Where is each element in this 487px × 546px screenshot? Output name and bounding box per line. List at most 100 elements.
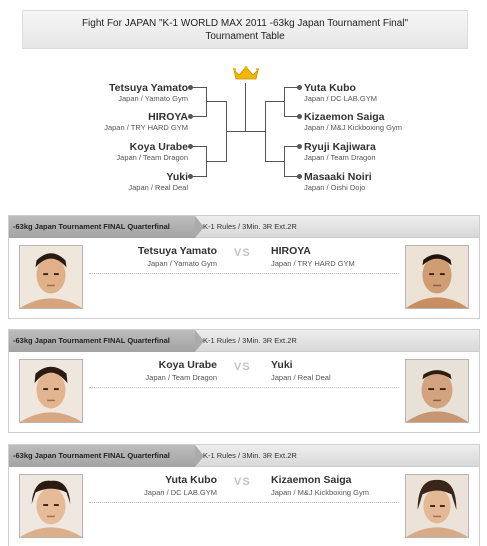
fighter-name: Yuki (271, 359, 293, 371)
match-header: -63kg Japan Tournament FINAL Quarterfina… (9, 445, 479, 467)
fighter-name: HIROYA (271, 245, 311, 257)
match-rules: K-1 Rules / 3Min. 3R Ext.2R (203, 451, 297, 460)
vs-label: VS (234, 361, 251, 373)
fighter-gym: Japan / DC LAB.GYM (144, 488, 217, 497)
bracket-line (265, 101, 285, 102)
fighter-gym: Japan / M&J Kickboxing Gym (271, 488, 369, 497)
fighter-name: Yuki (166, 171, 188, 183)
fighter-right[interactable]: Kizaemon Saiga Japan / M&J Kickboxing Gy… (271, 474, 369, 498)
fighter-photo-left[interactable] (19, 359, 83, 423)
fighter-name: Koya Urabe (129, 141, 188, 153)
fighter-gym: Japan / Yamato Gym (118, 94, 188, 103)
fighter-name: Koya Urabe (158, 359, 217, 371)
match-rules: K-1 Rules / 3Min. 3R Ext.2R (203, 222, 297, 231)
bracket-line (284, 87, 285, 117)
fighter-gym: Japan / M&J Kickboxing Gym (304, 123, 402, 132)
fighter-portrait-icon (20, 475, 82, 537)
bracket-line (192, 146, 206, 147)
bracket-dot (188, 85, 193, 90)
fighter-name: Yuta Kubo (165, 474, 217, 486)
bracket-dot (297, 114, 302, 119)
bracket-line (226, 131, 246, 132)
fighter-photo-left[interactable] (19, 245, 83, 309)
bracket-line (245, 131, 265, 132)
bracket-dot (297, 174, 302, 179)
bracket-line (206, 101, 226, 102)
fighter-gym: Japan / DC LAB.GYM (304, 94, 377, 103)
bracket-line (284, 176, 298, 177)
fighter-right[interactable]: HIROYA Japan / TRY HARD GYM (271, 245, 355, 269)
fighter-gym: Japan / TRY HARD GYM (104, 123, 188, 132)
fighter-name: Kizaemon Saiga (304, 111, 385, 123)
bracket-fighter-right-3[interactable]: Ryuji Kajiwara Japan / Team Dragon (304, 141, 434, 163)
fighter-portrait-icon (406, 246, 468, 308)
bracket-fighter-left-1[interactable]: Tetsuya Yamato Japan / Yamato Gym (78, 82, 188, 104)
bracket-line (265, 101, 266, 162)
page-title-line2: Tournament Table (205, 31, 285, 42)
page-title-line1: Fight For JAPAN "K-1 WORLD MAX 2011 -63k… (81, 18, 409, 29)
bracket-fighter-left-4[interactable]: Yuki Japan / Real Deal (78, 171, 188, 193)
page-title: Fight For JAPAN "K-1 WORLD MAX 2011 -63k… (22, 10, 468, 49)
fighter-photo-right[interactable] (405, 474, 469, 538)
fighter-photo-right[interactable] (405, 245, 469, 309)
bracket-line (206, 161, 226, 162)
fighter-right[interactable]: Yuki Japan / Real Deal (271, 359, 331, 383)
fighter-photo-right[interactable] (405, 359, 469, 423)
fighter-portrait-icon (406, 360, 468, 422)
dotted-divider (89, 387, 399, 388)
fighter-gym: Japan / Real Deal (128, 183, 188, 192)
bracket-fighter-right-2[interactable]: Kizaemon Saiga Japan / M&J Kickboxing Gy… (304, 111, 434, 133)
fighter-photo-left[interactable] (19, 474, 83, 538)
fighter-name: Masaaki Noiri (304, 171, 372, 183)
fighter-left[interactable]: Tetsuya Yamato Japan / Yamato Gym (138, 245, 217, 269)
fighter-name: Tetsuya Yamato (138, 245, 217, 257)
bracket-dot (297, 144, 302, 149)
dotted-divider (89, 273, 399, 274)
bracket-dot (188, 114, 193, 119)
bracket-fighter-right-4[interactable]: Masaaki Noiri Japan / Oishi Dojo (304, 171, 434, 193)
crown-icon (233, 66, 259, 80)
bracket-line (284, 116, 298, 117)
bracket-line (265, 161, 285, 162)
bracket-fighter-left-3[interactable]: Koya Urabe Japan / Team Dragon (78, 141, 188, 163)
fighter-portrait-icon (20, 246, 82, 308)
fighter-name: HIROYA (148, 111, 188, 123)
fighter-gym: Japan / Team Dragon (145, 373, 217, 382)
match-card: -63kg Japan Tournament FINAL Quarterfina… (8, 215, 480, 319)
fighter-left[interactable]: Yuta Kubo Japan / DC LAB.GYM (144, 474, 217, 498)
match-header: -63kg Japan Tournament FINAL Quarterfina… (9, 216, 479, 238)
dotted-divider (89, 502, 399, 503)
fighter-gym: Japan / Real Deal (271, 373, 331, 382)
vs-label: VS (234, 247, 251, 259)
bracket-fighter-right-1[interactable]: Yuta Kubo Japan / DC LAB.GYM (304, 82, 434, 104)
fighter-name: Yuta Kubo (304, 82, 356, 94)
fighter-gym: Japan / TRY HARD GYM (271, 259, 355, 268)
match-title: -63kg Japan Tournament FINAL Quarterfina… (9, 445, 204, 467)
match-rules: K-1 Rules / 3Min. 3R Ext.2R (203, 336, 297, 345)
bracket-line (284, 87, 298, 88)
bracket-line (192, 176, 206, 177)
bracket-fighter-left-2[interactable]: HIROYA Japan / TRY HARD GYM (78, 111, 188, 133)
bracket-line (192, 87, 206, 88)
match-title: -63kg Japan Tournament FINAL Quarterfina… (9, 330, 204, 352)
bracket-dot (188, 144, 193, 149)
fighter-gym: Japan / Oishi Dojo (304, 183, 366, 192)
match-header: -63kg Japan Tournament FINAL Quarterfina… (9, 330, 479, 352)
fighter-name: Ryuji Kajiwara (304, 141, 376, 153)
fighter-name: Kizaemon Saiga (271, 474, 352, 486)
bracket-line (206, 87, 207, 117)
bracket-line (192, 116, 206, 117)
fighter-gym: Japan / Team Dragon (304, 153, 376, 162)
fighter-gym: Japan / Team Dragon (116, 153, 188, 162)
fighter-left[interactable]: Koya Urabe Japan / Team Dragon (145, 359, 217, 383)
match-card: -63kg Japan Tournament FINAL Quarterfina… (8, 329, 480, 433)
match-card: -63kg Japan Tournament FINAL Quarterfina… (8, 444, 480, 546)
bracket-dot (297, 85, 302, 90)
fighter-name: Tetsuya Yamato (109, 82, 188, 94)
match-title: -63kg Japan Tournament FINAL Quarterfina… (9, 216, 204, 238)
fighter-portrait-icon (20, 360, 82, 422)
fighter-portrait-icon (406, 475, 468, 537)
bracket-line (245, 83, 246, 132)
fighter-gym: Japan / Yamato Gym (147, 259, 217, 268)
tournament-bracket: Tetsuya Yamato Japan / Yamato Gym HIROYA… (0, 55, 487, 205)
